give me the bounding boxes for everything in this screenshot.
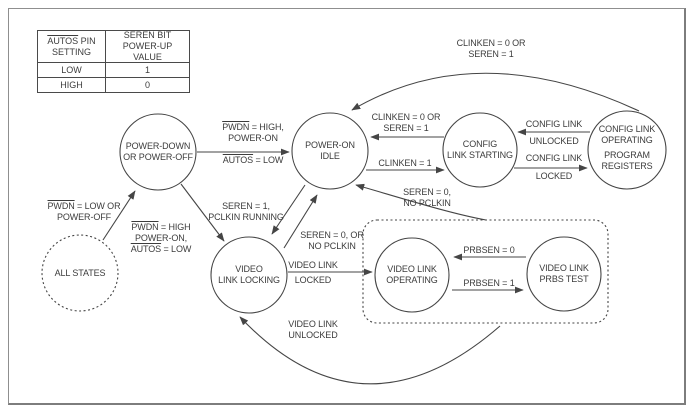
label-config-link-unlocked-line2: UNLOCKED [529,136,579,146]
label-clinken1: CLINKEN = 1 [378,158,432,168]
arrow-group-to-idle [355,183,487,221]
state-circle-config-link-operating [587,110,667,190]
state-circle-video-link-locking [210,236,288,314]
state-circle-config-link-starting [442,112,518,188]
label-video-link-locked-line1: VIDEO LINK [288,260,338,270]
figure-border [8,8,686,405]
state-circle-power-on-idle [291,112,369,190]
state-circle-video-link-prbs-test [526,236,602,312]
state-label-all-states: ALL STATES [54,268,106,278]
arrow-locking-to-idle [283,194,318,249]
label-pwdn-low-or-power-off: PWDN = LOW OR POWER-OFF [47,201,121,222]
table-cell-high: HIGH [38,78,106,92]
autos-seren-table: AUTOS PIN SETTING SEREN BIT POWER-UP VAL… [37,30,190,93]
label-pwdn-high-power-on-autos-low: PWDN = HIGH POWER-ON, AUTOS = LOW [130,222,192,254]
table-row-low: LOW 1 [38,62,189,77]
label-config-link-locked-line2: LOCKED [535,171,573,181]
table-cell-low-value: 1 [144,64,150,75]
table-row-high: HIGH 0 [38,77,189,92]
arrow-all-states-to-power-down [102,190,136,241]
state-circle-all-states [41,234,119,312]
table-header-seren-bit: SEREN BIT POWER-UP VALUE [122,30,173,62]
label-seren1-pclkin-running: SEREN = 1,PCLKIN RUNNING [208,201,284,222]
label-video-link-locked-line2: LOCKED [294,275,332,285]
arrow-operating-to-idle-top-loop [351,72,640,112]
label-pwdn-high-power-on: PWDN = HIGH, POWER-ON [222,122,284,143]
label-config-link-locked-line1: CONFIG LINK [525,153,583,163]
label-prbsen0: PRBSEN = 0 [463,245,515,255]
table-cell-low: LOW [38,63,106,77]
table-header-row: AUTOS PIN SETTING SEREN BIT POWER-UP VAL… [38,30,189,62]
table-cell-high-value: 0 [144,79,150,90]
state-circle-power-down [119,113,197,191]
label-seren0-no-pclkin: SEREN = 0,NO PCLKIN [403,187,451,208]
label-config-link-unlocked-line1: CONFIG LINK [525,119,583,129]
arrow-power-down-to-locking [180,183,225,242]
arrow-idle-to-locking [271,184,306,235]
label-autos-low: AUTOS = LOW [222,155,284,165]
table-header-autos-pin: AUTOS PIN SETTING [38,31,106,62]
label-prbsen1: PRBSEN = 1 [463,278,515,288]
state-circle-video-link-operating [374,237,450,313]
arrow-group-to-locking-bottom-loop [239,316,501,385]
